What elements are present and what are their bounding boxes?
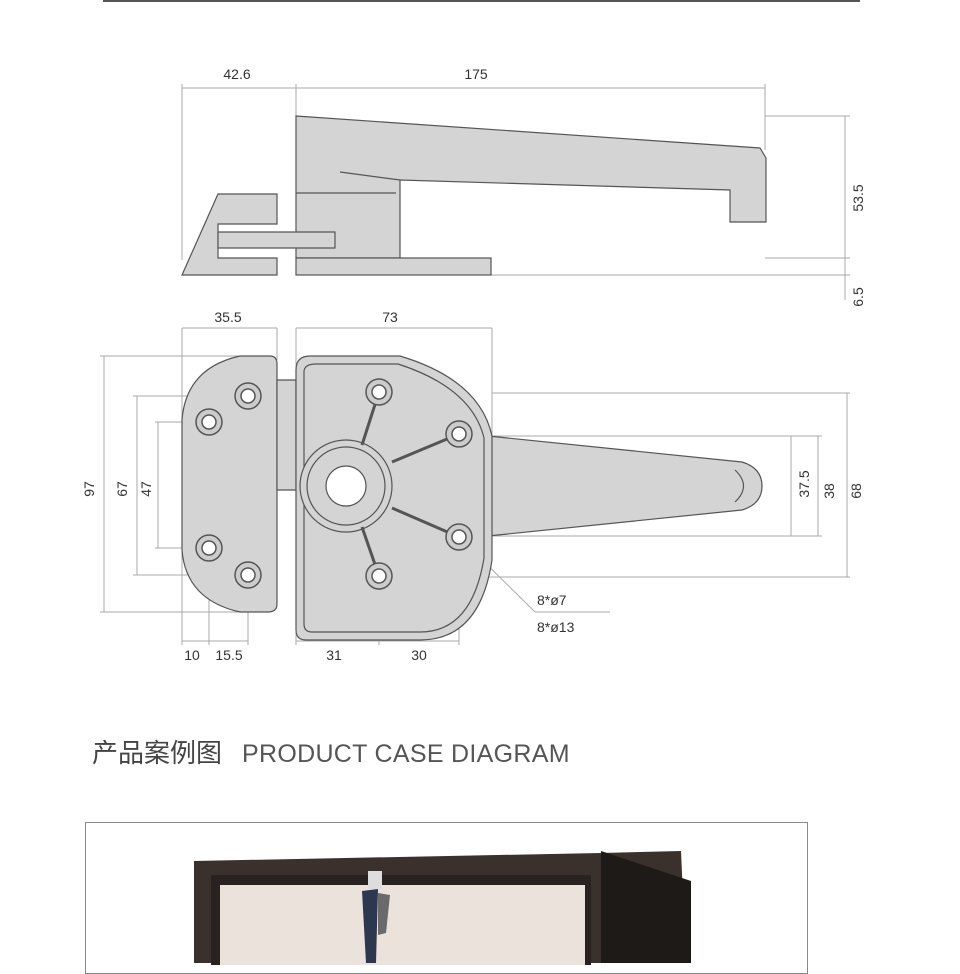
plan-view-latch (181, 355, 763, 641)
dim-hole-span-inner: 47 (138, 481, 154, 497)
dim-body-height: 68 (848, 483, 864, 499)
dim-side-left: 42.6 (223, 66, 250, 82)
side-view-latch (181, 115, 767, 276)
dim-plate-width: 35.5 (214, 309, 241, 325)
hole (234, 382, 262, 410)
dim-arm: 38 (821, 483, 837, 499)
hole (445, 523, 473, 551)
strike-side (181, 193, 278, 276)
latch-body (295, 355, 493, 641)
dim-hole-span-outer: 67 (114, 481, 130, 497)
dim-body-width: 73 (382, 309, 398, 325)
product-case-photo (85, 822, 808, 974)
hole (234, 561, 262, 589)
strike-plate (181, 355, 278, 613)
dim-side-base: 6.5 (850, 287, 866, 307)
technical-drawing: 42.6 175 53.5 6.5 35.5 (81, 66, 866, 663)
mounting-holes (195, 378, 473, 590)
hole (445, 420, 473, 448)
section-heading: 产品案例图 PRODUCT CASE DIAGRAM (92, 733, 570, 770)
cabinet-image (194, 851, 691, 965)
hole (195, 534, 223, 562)
latch-handle (362, 889, 378, 963)
dim-total-height: 97 (81, 481, 97, 497)
hole (365, 378, 393, 406)
spec-table-bottom-edge (103, 0, 860, 2)
handle-side (295, 115, 767, 259)
dim-arm-tip: 37.5 (796, 470, 812, 497)
hole (365, 562, 393, 590)
hole-large-note: 8*ø13 (537, 619, 575, 635)
section-title-cn: 产品案例图 (92, 738, 223, 768)
dim-side-length: 175 (464, 66, 488, 82)
section-title-en: PRODUCT CASE DIAGRAM (242, 740, 570, 768)
arm (487, 435, 763, 537)
dim-a: 10 (184, 647, 200, 663)
side-dimension-lines (181, 84, 850, 300)
dim-c: 31 (326, 647, 342, 663)
hole-small-note: 8*ø7 (537, 592, 567, 608)
dim-d: 30 (411, 647, 427, 663)
hole (195, 408, 223, 436)
dim-b: 15.5 (215, 647, 242, 663)
dim-side-height: 53.5 (850, 184, 866, 211)
